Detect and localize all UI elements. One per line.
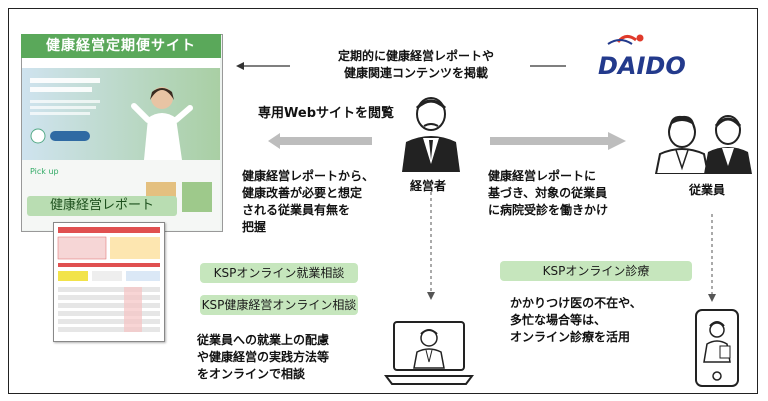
daido-logo-mark: DAIDO — [598, 34, 686, 80]
top-message-line1: 定期的に健康経営レポートや — [337, 49, 494, 63]
health-report-badge: 健康経営レポート — [27, 196, 177, 216]
left-desc-line3: される従業員有無を — [242, 203, 351, 217]
site-title: 健康経営定期便サイト — [21, 34, 221, 58]
employee-icon — [654, 110, 754, 175]
left-bottom-line2: や健康経営の実践方法等 — [197, 350, 330, 364]
outer-frame — [8, 8, 758, 394]
svg-text:Pick up: Pick up — [30, 167, 59, 176]
manager-label: 経営者 — [410, 179, 447, 193]
top-message-line2: 健康関連コンテンツを掲載 — [343, 66, 488, 80]
left-bottom-line3: をオンラインで相談 — [197, 367, 306, 381]
service-pill-health-consult: KSP健康経営オンライン相談 — [200, 295, 358, 315]
arrow-to-website — [268, 133, 372, 149]
online-medical-phone-icon — [690, 306, 744, 390]
manager-figure — [402, 97, 460, 172]
right-desc-line2: 基づき、対象の従業員 — [488, 186, 608, 200]
report-thumbnail — [57, 227, 160, 332]
right-desc-line1: 健康経営レポートに — [488, 169, 597, 183]
left-desc-line1: 健康経営レポートから、 — [242, 169, 375, 183]
right-bottom-line1: かかりつけ医の不在や、 — [510, 296, 642, 310]
left-bottom-line1: 従業員への就業上の配慮 — [197, 333, 330, 347]
online-consultation-icon — [384, 318, 474, 388]
left-desc-line2: 健康改善が必要と想定 — [242, 186, 363, 200]
health-report-document — [53, 222, 165, 342]
service-pill-online-medical: KSPオンライン診療 — [500, 261, 692, 281]
manager-icon — [398, 92, 464, 172]
site-pickup-section: Pick up — [22, 160, 220, 230]
arrow-to-employee — [490, 132, 626, 150]
laptop-doctor-illustration — [384, 321, 474, 385]
phone-doctor-illustration — [695, 309, 739, 387]
right-bottom-line3: オンライン診療を活用 — [510, 330, 631, 344]
employee-figures — [654, 115, 752, 175]
daido-logo-text: DAIDO — [598, 52, 686, 80]
employee-label: 従業員 — [689, 183, 726, 197]
service-pill-work-consult: KSPオンライン就業相談 — [200, 263, 358, 283]
site-hero-image — [22, 68, 220, 160]
right-bottom-line2: 多忙な場合等は、 — [510, 313, 607, 327]
right-desc-line3: に病院受診を働きかけ — [488, 203, 609, 217]
hero-illustration — [30, 78, 193, 160]
left-desc-line4: 把握 — [242, 220, 267, 234]
daido-logo: DAIDO — [592, 30, 702, 80]
view-website-label: 専用Webサイトを閲覧 — [258, 106, 394, 121]
